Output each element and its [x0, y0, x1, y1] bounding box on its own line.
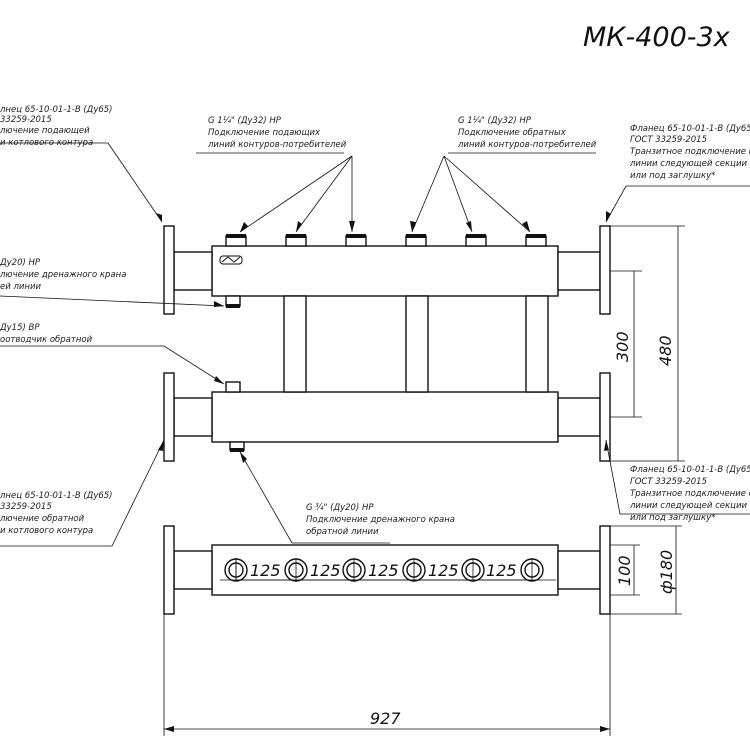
bypass-tube: [405, 295, 429, 393]
left-nozzle-lower: [173, 397, 213, 437]
svg-text:Подключение обратных: Подключение обратных: [458, 128, 567, 138]
svg-text:G ¾" (Ду20) НР: G ¾" (Ду20) НР: [306, 503, 374, 513]
svg-text:линии следующей секции ко: линии следующей секции ко: [629, 501, 750, 511]
top-view-dimensions: 125 125 125 125 125 100 ф180 927: [163, 525, 682, 736]
dim-height-outer: 480: [656, 335, 675, 366]
dim-spacing: 125: [250, 561, 281, 580]
callout-supply-outlets: G 1¼" (Ду32) НР Подключение подающих лин…: [207, 116, 347, 150]
svg-text:лючение обратной: лючение обратной: [0, 514, 85, 524]
top-outlets: [225, 234, 547, 247]
svg-text:Ду15) ВР: Ду15) ВР: [0, 323, 40, 333]
left-flange-lower: [163, 372, 175, 462]
top-view-right-flange: [599, 525, 611, 615]
right-nozzle-lower: [557, 397, 601, 437]
svg-text:G 1¼" (Ду32) НР: G 1¼" (Ду32) НР: [458, 116, 532, 126]
svg-text:ей линии: ей линии: [0, 282, 41, 292]
svg-text:лнец 65-10-01-1-В (Ду65): лнец 65-10-01-1-В (Ду65): [0, 491, 112, 501]
svg-text:лнец 65-10-01-1-В (Ду65): лнец 65-10-01-1-В (Ду65): [0, 105, 112, 115]
svg-text:линий контуров-потребителей: линий контуров-потребителей: [457, 140, 597, 150]
right-nozzle-upper: [557, 251, 601, 291]
svg-text:Подключение подающих: Подключение подающих: [208, 128, 321, 138]
callout-bottom-left-flange: лнец 65-10-01-1-В (Ду65) 33259-2015 люче…: [0, 491, 112, 536]
supply-header-pipe: [211, 245, 559, 297]
dim-total-length: 927: [370, 709, 401, 728]
svg-text:ГОСТ 33259-2015: ГОСТ 33259-2015: [630, 135, 707, 145]
svg-text:Транзитное подключение по: Транзитное подключение по: [630, 147, 750, 157]
bypass-tube: [525, 295, 549, 393]
svg-text:33259-2015: 33259-2015: [0, 115, 52, 125]
svg-text:33259-2015: 33259-2015: [0, 502, 52, 512]
brand-logo: [219, 255, 243, 265]
svg-text:ГОСТ 33259-2015: ГОСТ 33259-2015: [630, 477, 707, 487]
top-view-left-flange: [163, 525, 175, 615]
svg-text:и котлового контура: и котлового контура: [0, 526, 93, 536]
svg-text:обратной линии: обратной линии: [306, 527, 379, 537]
svg-text:или под заглушку*: или под заглушку*: [630, 513, 715, 523]
dim-spacing: 125: [428, 561, 459, 580]
return-header-pipe: [211, 391, 559, 443]
svg-text:Фланец 65-10-01-1-В (Ду65: Фланец 65-10-01-1-В (Ду65: [630, 124, 750, 134]
callout-return-outlets: G 1¼" (Ду32) НР Подключение обратных лин…: [457, 116, 597, 150]
svg-text:лючение подающей: лючение подающей: [0, 126, 90, 136]
dim-pipe-size: 100: [615, 555, 634, 586]
left-nozzle-upper: [173, 251, 213, 291]
top-view: [163, 525, 611, 615]
front-view: [163, 225, 611, 462]
drawing-title: МК-400-3х: [583, 22, 731, 53]
svg-text:линии следующей секции ко: линии следующей секции ко: [629, 159, 750, 169]
svg-text:оотводчик обратной: оотводчик обратной: [0, 335, 93, 345]
leader-lines: [0, 142, 750, 547]
callout-air-vent: Ду15) ВР оотводчик обратной: [0, 323, 93, 345]
dim-spacing: 125: [368, 561, 399, 580]
front-dimensions: 300 480: [610, 225, 685, 462]
svg-text:Фланец 65-10-01-1-В (Ду65: Фланец 65-10-01-1-В (Ду65: [630, 465, 750, 475]
air-vent-port: [225, 381, 241, 393]
top-view-pipe: [211, 544, 559, 596]
svg-text:или под заглушку*: или под заглушку*: [630, 171, 715, 181]
svg-text:Подключение дренажного крана: Подключение дренажного крана: [306, 515, 455, 525]
svg-text:лючение дренажного крана: лючение дренажного крана: [0, 270, 126, 280]
svg-text:и котлового контура: и котлового контура: [0, 138, 93, 148]
dim-spacing: 125: [310, 561, 341, 580]
callout-top-right-flange: Фланец 65-10-01-1-В (Ду65 ГОСТ 33259-201…: [629, 124, 750, 181]
bypass-tube: [283, 295, 307, 393]
callout-bottom-right-flange: Фланец 65-10-01-1-В (Ду65 ГОСТ 33259-201…: [629, 465, 750, 523]
svg-text:G 1¼" (Ду32) НР: G 1¼" (Ду32) НР: [208, 116, 282, 126]
svg-text:линий контуров-потребителей: линий контуров-потребителей: [207, 140, 347, 150]
dim-spacing: 125: [486, 561, 517, 580]
svg-text:Транзитное подключение об: Транзитное подключение об: [630, 489, 750, 499]
left-flange-upper: [163, 225, 175, 315]
svg-text:Ду20) НР: Ду20) НР: [0, 258, 41, 268]
callout-top-left-flange: лнец 65-10-01-1-В (Ду65) 33259-2015 люче…: [0, 105, 112, 148]
callout-bottom-drain: G ¾" (Ду20) НР Подключение дренажного кр…: [306, 503, 455, 537]
dim-height-inner: 300: [613, 331, 632, 362]
callout-left-drain: Ду20) НР лючение дренажного крана ей лин…: [0, 258, 126, 292]
dim-flange-diameter: ф180: [657, 550, 676, 594]
right-flange-upper: [599, 225, 611, 315]
